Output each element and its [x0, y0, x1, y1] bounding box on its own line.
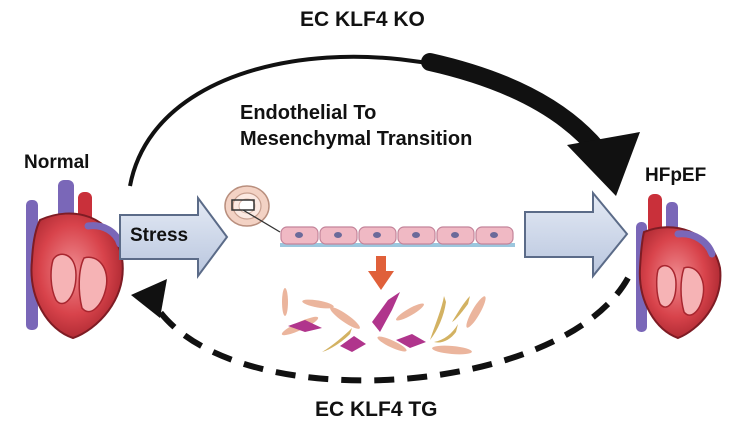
pulmonary-vessel: [666, 202, 678, 234]
mesenchymal-cell: [396, 334, 426, 348]
fibroblast-cell: [330, 307, 360, 329]
endmt-process-label: Endothelial To Mesenchymal Transition: [240, 100, 472, 152]
normal-label: Normal: [24, 152, 90, 173]
fibroblast-cell: [282, 288, 288, 316]
cell-nucleus: [490, 232, 498, 238]
fibroblast-cell: [432, 345, 472, 355]
cell-nucleus: [373, 232, 381, 238]
mesenchymal-cell: [372, 292, 400, 332]
vessel-branch: [84, 222, 124, 248]
spindle-cell: [430, 296, 446, 340]
endmt-label-line2: Mesenchymal Transition: [240, 128, 473, 150]
vessel-cross-section: [224, 185, 281, 233]
cell-nucleus: [412, 232, 420, 238]
ec-klf4-tg-label: EC KLF4 TG: [315, 398, 438, 421]
cell-nucleus: [295, 232, 303, 238]
down-arrow-head: [368, 271, 394, 290]
spindle-cell: [434, 324, 458, 343]
transition-down-arrow: [368, 256, 394, 290]
right-block-arrow: [524, 190, 629, 279]
heart-chamber-left: [50, 253, 77, 305]
aorta-vessel: [648, 194, 662, 234]
normal-heart-illustration: [26, 180, 124, 340]
bottom-arrowhead: [131, 279, 167, 318]
heart-chamber-left: [655, 264, 677, 308]
mesenchymal-cell: [288, 320, 322, 332]
zoom-line: [242, 209, 281, 233]
top-arrow-thick: [421, 53, 607, 159]
stress-block-arrow: [119, 194, 229, 280]
down-arrow-shaft: [376, 256, 386, 272]
top-curved-arrow: [128, 53, 640, 196]
fibroblast-cell: [302, 299, 334, 309]
ec-klf4-ko-label: EC KLF4 KO: [300, 8, 425, 31]
hfpef-heart-illustration: [636, 194, 722, 340]
stress-label: Stress: [130, 225, 189, 246]
vessel-lumen: [238, 198, 256, 214]
fibroblast-cell: [396, 303, 424, 321]
top-arrowhead: [567, 132, 640, 196]
spindle-cell: [452, 296, 470, 322]
mesenchymal-cell-cluster: [281, 288, 486, 355]
heart-body: [30, 212, 124, 340]
cell-nucleus: [334, 232, 342, 238]
fibroblast-cell: [377, 336, 407, 352]
endothelial-cell-layer: [280, 226, 515, 247]
endmt-label-line1: Endothelial To: [240, 102, 377, 124]
mesenchymal-cell: [340, 336, 366, 352]
basement-membrane: [280, 243, 515, 247]
bottom-dashed-arrow: [131, 276, 631, 384]
endothelial-cells: [280, 226, 514, 245]
heart-chamber-right: [78, 256, 108, 313]
bottom-arrow-body: [149, 276, 631, 384]
vessel-branch: [674, 230, 716, 258]
heart-chamber-right: [680, 266, 705, 316]
cell-nucleus: [451, 232, 459, 238]
fibroblast-cell: [466, 296, 486, 328]
hfpef-label: HFpEF: [645, 165, 707, 186]
